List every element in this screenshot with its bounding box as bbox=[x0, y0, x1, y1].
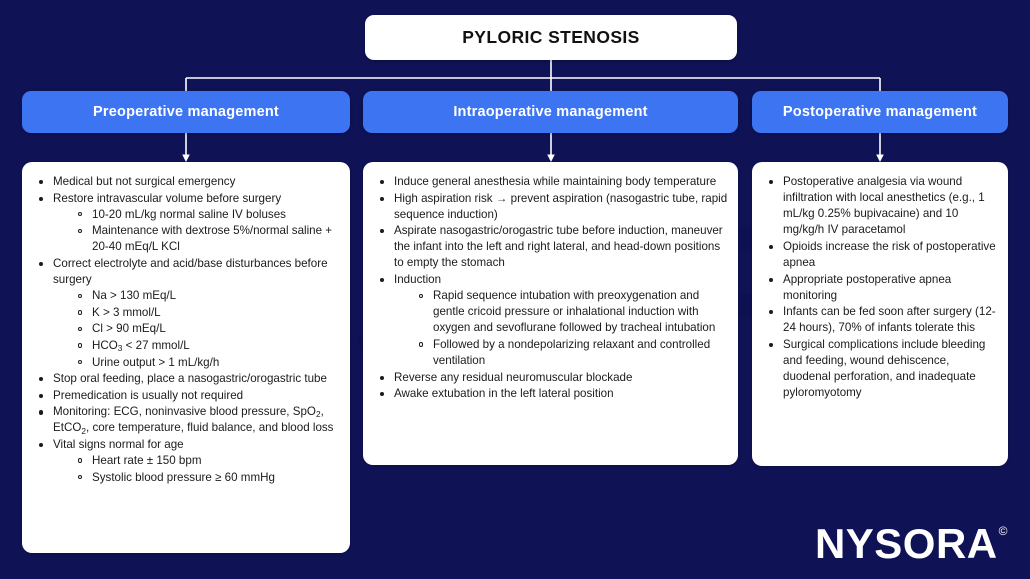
bullet-item: Awake extubation in the left lateral pos… bbox=[377, 386, 728, 402]
column-header-preoperative[interactable]: Preoperative management bbox=[22, 91, 350, 133]
bullet-text: Aspirate nasogastric/orogastric tube bef… bbox=[394, 224, 723, 270]
bullet-item: Monitoring: ECG, noninvasive blood press… bbox=[36, 404, 340, 436]
bullet-item: Infants can be fed soon after surgery (1… bbox=[766, 304, 998, 336]
bullet-text: Awake extubation in the left lateral pos… bbox=[394, 387, 614, 401]
bullet-item: Restore intravascular volume before surg… bbox=[36, 191, 340, 256]
bullet-text: High aspiration risk → prevent aspiratio… bbox=[394, 191, 728, 221]
bullet-text: Urine output > 1 mL/kg/h bbox=[92, 355, 220, 369]
arrowheads bbox=[182, 154, 884, 162]
bullet-item: Induce general anesthesia while maintain… bbox=[377, 174, 728, 190]
bullet-text: Correct electrolyte and acid/base distur… bbox=[53, 256, 328, 287]
diagram-title-box: PYLORIC STENOSIS bbox=[365, 15, 737, 60]
bullet-list: Postoperative analgesia via wound infilt… bbox=[752, 162, 1008, 410]
bullet-text: Monitoring: ECG, noninvasive blood press… bbox=[53, 405, 334, 436]
content-panel-postoperative: Postoperative analgesia via wound infilt… bbox=[752, 162, 1008, 466]
column-header-label: Postoperative management bbox=[782, 104, 978, 120]
bullet-text: HCO3 < 27 mmol/L bbox=[92, 338, 190, 354]
bullet-text: Stop oral feeding, place a nasogastric/o… bbox=[53, 372, 327, 386]
bullet-text: Induction bbox=[394, 273, 442, 287]
bullet-item: Medical but not surgical emergency bbox=[36, 174, 340, 190]
bullet-text: Induce general anesthesia while maintain… bbox=[394, 175, 717, 188]
sub-bullet-item: Na > 130 mEq/L bbox=[75, 288, 340, 304]
bullet-text: Maintenance with dextrose 5%/normal sali… bbox=[92, 224, 333, 254]
bullet-text: Restore intravascular volume before surg… bbox=[53, 191, 282, 205]
sub-bullet-item: Cl > 90 mEq/L bbox=[75, 321, 340, 337]
content-panel-intraoperative: Induce general anesthesia while maintain… bbox=[363, 162, 738, 465]
nysora-logo: NYSORA © bbox=[815, 523, 1008, 565]
bullet-text: Rapid sequence intubation with preoxygen… bbox=[433, 289, 716, 335]
sub-bullet-item: 10-20 mL/kg normal saline IV boluses bbox=[75, 207, 340, 223]
column-header-postoperative[interactable]: Postoperative management bbox=[752, 91, 1008, 133]
bullet-text: Na > 130 mEq/L bbox=[92, 289, 177, 303]
sub-bullet-list: Na > 130 mEq/L K > 3 mmol/L Cl > 90 mEq/L H… bbox=[53, 288, 340, 370]
column-header-label: Intraoperative management bbox=[453, 104, 648, 120]
bullet-text: Postoperative analgesia via wound infilt… bbox=[783, 175, 985, 237]
sub-bullet-item: HCO3 < 27 mmol/L bbox=[75, 338, 340, 354]
bullet-item: Postoperative analgesia via wound infilt… bbox=[766, 174, 998, 238]
bullet-item: Premedication is usually not required bbox=[36, 388, 340, 404]
column-header-intraoperative[interactable]: Intraoperative management bbox=[363, 91, 738, 133]
bullet-text: Heart rate ± 150 bpm bbox=[92, 454, 202, 468]
sub-bullet-item: Rapid sequence intubation with preoxygen… bbox=[416, 288, 728, 336]
bullet-text: Followed by a nondepolarizing relaxant a… bbox=[433, 337, 711, 368]
bullet-text: K > 3 mmol/L bbox=[92, 305, 161, 319]
sub-bullet-item: Systolic blood pressure ≥ 60 mmHg bbox=[75, 470, 340, 486]
bullet-text: Infants can be fed soon after surgery (1… bbox=[783, 305, 996, 335]
bullet-text: Medical but not surgical emergency bbox=[53, 175, 236, 188]
bullet-text: Opioids increase the risk of postoperati… bbox=[783, 239, 996, 269]
sub-bullet-item: Maintenance with dextrose 5%/normal sali… bbox=[75, 223, 340, 255]
bullet-text: Premedication is usually not required bbox=[53, 388, 244, 402]
bullet-item: Reverse any residual neuromuscular block… bbox=[377, 370, 728, 386]
bullet-list: Induce general anesthesia while maintain… bbox=[363, 162, 738, 411]
bullet-item: Surgical complications include bleeding … bbox=[766, 337, 998, 401]
copyright-icon: © bbox=[998, 524, 1008, 538]
bullet-item: High aspiration risk → prevent aspiratio… bbox=[377, 191, 728, 223]
column-header-label: Preoperative management bbox=[93, 104, 279, 120]
bullet-item: Appropriate postoperative apnea monitori… bbox=[766, 272, 998, 304]
bullet-text: Surgical complications include bleeding … bbox=[783, 337, 986, 400]
bullet-item: Aspirate nasogastric/orogastric tube bef… bbox=[377, 223, 728, 271]
nysora-logo-text: NYSORA bbox=[814, 520, 998, 567]
bullet-text: Appropriate postoperative apnea monitori… bbox=[783, 272, 952, 302]
page-title: PYLORIC STENOSIS bbox=[462, 27, 640, 47]
bullet-item: Correct electrolyte and acid/base distur… bbox=[36, 256, 340, 371]
sub-bullet-item: Heart rate ± 150 bpm bbox=[75, 453, 340, 469]
bullet-text: 10-20 mL/kg normal saline IV boluses bbox=[92, 207, 286, 221]
sub-bullet-item: Followed by a nondepolarizing relaxant a… bbox=[416, 337, 728, 369]
sub-bullet-item: K > 3 mmol/L bbox=[75, 305, 340, 321]
bullet-text: Systolic blood pressure ≥ 60 mmHg bbox=[92, 470, 275, 484]
bullet-item: Stop oral feeding, place a nasogastric/o… bbox=[36, 371, 340, 387]
bullet-text: Reverse any residual neuromuscular block… bbox=[394, 370, 633, 384]
sub-bullet-list: Rapid sequence intubation with preoxygen… bbox=[394, 288, 728, 369]
bullet-text: Cl > 90 mEq/L bbox=[92, 322, 166, 336]
bullet-item: Opioids increase the risk of postoperati… bbox=[766, 239, 998, 271]
bullet-text: Vital signs normal for age bbox=[53, 438, 184, 451]
sub-bullet-item: Urine output > 1 mL/kg/h bbox=[75, 355, 340, 371]
